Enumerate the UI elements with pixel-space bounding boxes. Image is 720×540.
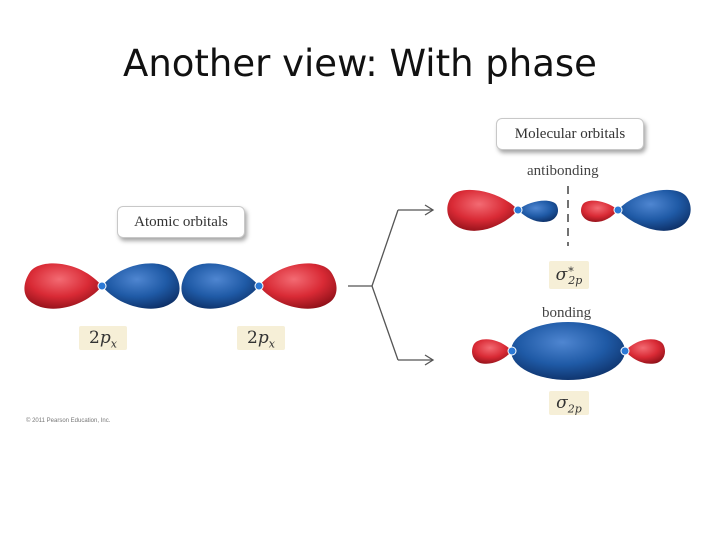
sigma-base: σ — [555, 265, 568, 285]
atomic-orbital-symbol-right: 2px — [237, 326, 285, 350]
inner-lobe-right — [581, 200, 618, 222]
antibonding-label: antibonding — [527, 163, 599, 179]
negative-lobe — [102, 263, 180, 309]
symbol-prefix: 2 — [89, 328, 100, 348]
bonding-label: bonding — [542, 305, 592, 321]
negative-lobe — [181, 263, 259, 309]
sigma-base: σ — [556, 393, 568, 413]
bonding-symbol: σ2p — [549, 391, 589, 415]
copyright-notice: © 2011 Pearson Education, Inc. — [26, 418, 111, 424]
symbol-subscript: x — [110, 337, 117, 351]
molecular-orbitals-label: Molecular orbitals — [496, 118, 644, 150]
atomic-orbitals-text: Atomic orbitals — [134, 214, 228, 230]
atomic-orbitals-label: Atomic orbitals — [117, 206, 245, 238]
symbol-subscript: x — [268, 337, 275, 351]
symbol-letter: p — [257, 328, 269, 348]
atomic-orbital-right — [181, 263, 337, 309]
sigma-subscript: 2p — [567, 402, 582, 416]
positive-lobe — [259, 263, 337, 309]
symbol-letter: p — [99, 328, 111, 348]
antibonding-orbital — [447, 186, 691, 246]
sigma-subscript: 2p — [568, 273, 583, 287]
positive-lobe — [24, 263, 102, 309]
molecular-orbitals-text: Molecular orbitals — [514, 126, 626, 142]
outer-lobe-left — [447, 189, 518, 231]
nucleus-dot — [620, 346, 630, 356]
outer-lobe-left — [472, 339, 512, 364]
nucleus-dot — [254, 281, 264, 291]
nucleus-dot — [97, 281, 107, 291]
nucleus-dot — [513, 205, 523, 215]
outer-lobe-right — [625, 339, 665, 364]
outer-lobe-right — [618, 189, 691, 231]
symbol-prefix: 2 — [247, 328, 258, 348]
antibonding-symbol: σ*2p — [549, 261, 589, 289]
connector-arrows — [348, 204, 435, 366]
nucleus-dot — [613, 205, 623, 215]
sigma-superscript: * — [568, 264, 574, 278]
bonding-orbital — [472, 322, 665, 380]
central-lobe — [511, 322, 625, 380]
slide-title: Another view: With phase — [123, 42, 597, 85]
atomic-orbital-left — [24, 263, 180, 309]
atomic-orbital-symbol-left: 2px — [79, 326, 127, 350]
inner-lobe-left — [518, 200, 558, 222]
nucleus-dot — [507, 346, 517, 356]
